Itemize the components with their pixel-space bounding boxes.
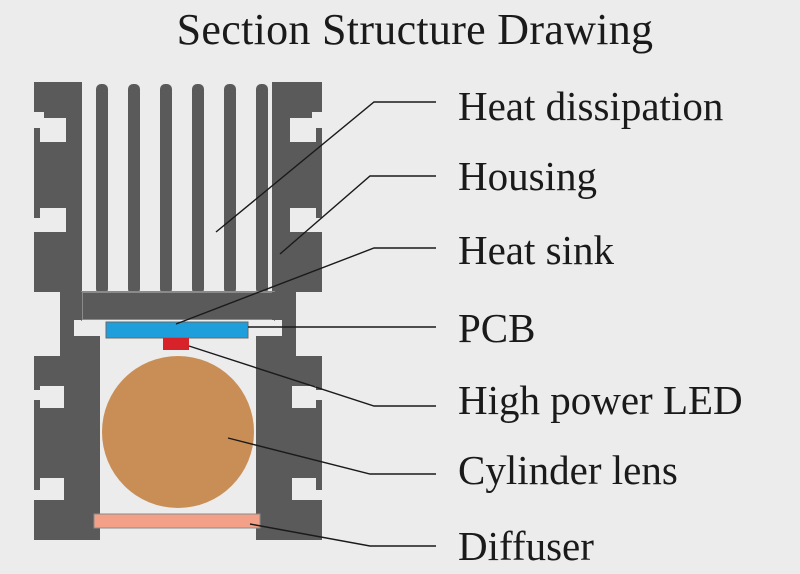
diffuser-plate [93,513,261,529]
leader-lens [227,437,436,475]
pcb-board [105,321,249,339]
leader-led [188,345,436,407]
housing-notch [290,118,316,142]
label-heat-dissipation: Heat dissipation [458,83,724,129]
housing-notch [40,386,64,408]
heat-sink-plate [81,291,275,321]
leader-heat-dissipation [215,101,436,233]
housing-notch [40,208,66,232]
leader-heat-sink [175,247,436,325]
heat-fin [128,84,140,294]
heat-fin [96,84,108,294]
cylinder-lens [102,356,254,508]
heat-fin [224,84,236,294]
housing-body [34,82,322,540]
label-pcb: PCB [458,305,536,351]
housing-notch [290,208,316,232]
housing-notch [40,478,64,500]
housing-notch [40,118,66,142]
heat-fin [192,84,204,294]
label-diffuser: Diffuser [458,523,594,569]
leader-lines [175,101,436,547]
housing-notch [292,386,316,408]
leader-housing [279,175,436,255]
diagram-title: Section Structure Drawing [176,5,654,54]
led-chip [163,338,189,350]
heat-fin [160,84,172,294]
label-high-power-led: High power LED [458,377,743,423]
label-heat-sink: Heat sink [458,227,614,273]
housing-left-upper [34,82,82,292]
heat-fin [256,84,268,294]
housing-notch [292,478,316,500]
leader-diffuser [249,523,436,547]
label-housing: Housing [458,153,597,199]
housing-right-upper [272,82,322,292]
label-cylinder-lens: Cylinder lens [458,447,678,493]
